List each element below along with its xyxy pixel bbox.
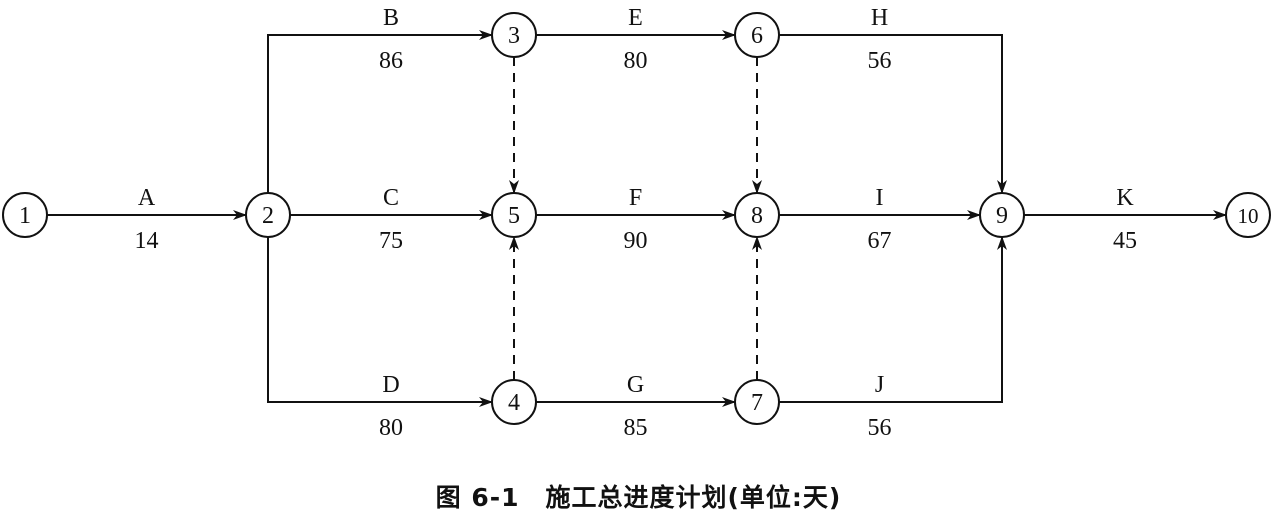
activity-H: H 56 — [779, 5, 1007, 194]
node-circle — [491, 192, 537, 238]
event-node-1: 1 — [2, 192, 48, 238]
node-circle — [734, 192, 780, 238]
figure-caption: 图 6-1 施工总进度计划(单位:天) — [435, 483, 842, 512]
activity-B: B 86 — [267, 5, 493, 193]
activity-A: A 14 — [47, 185, 247, 254]
node-circle — [491, 379, 537, 425]
node-number: 7 — [751, 390, 763, 416]
node-number: 1 — [19, 203, 31, 229]
activity-name: J — [875, 372, 884, 398]
activity-arrow — [779, 236, 1007, 403]
activity-duration: 90 — [624, 228, 648, 254]
node-circle — [979, 192, 1025, 238]
activity-C: C 75 — [290, 185, 493, 254]
activity-name: C — [383, 185, 399, 211]
activity-name: I — [876, 185, 884, 211]
node-number: 10 — [1238, 204, 1259, 228]
activity-name: F — [629, 185, 642, 211]
activity-K: K 45 — [1024, 185, 1227, 254]
activity-G: G 85 — [536, 372, 736, 441]
event-node-8: 8 — [734, 192, 780, 238]
event-node-5: 5 — [491, 192, 537, 238]
node-circle — [491, 12, 537, 58]
activity-duration: 14 — [135, 228, 159, 254]
node-number: 8 — [751, 203, 763, 229]
node-circle — [1225, 192, 1271, 238]
event-node-9: 9 — [979, 192, 1025, 238]
activity-name: K — [1116, 185, 1134, 211]
activity-duration: 80 — [624, 48, 648, 74]
node-number: 2 — [262, 203, 274, 229]
activity-name: H — [871, 5, 888, 31]
activity-duration: 85 — [624, 415, 648, 441]
activity-name: D — [382, 372, 399, 398]
activity-I: I 67 — [779, 185, 981, 254]
activity-duration: 56 — [868, 415, 892, 441]
node-number: 6 — [751, 23, 763, 49]
event-node-7: 7 — [734, 379, 780, 425]
activity-D: D 80 — [267, 237, 493, 441]
activity-duration: 45 — [1113, 228, 1137, 254]
event-node-3: 3 — [491, 12, 537, 58]
activity-E: E 80 — [536, 5, 736, 74]
node-number: 4 — [508, 390, 520, 416]
node-circle — [734, 379, 780, 425]
node-number: 9 — [996, 203, 1008, 229]
node-number: 3 — [508, 23, 520, 49]
activity-duration: 80 — [379, 415, 403, 441]
event-node-6: 6 — [734, 12, 780, 58]
activity-duration: 75 — [379, 228, 403, 254]
activity-arrow — [267, 30, 493, 193]
activity-name: E — [628, 5, 643, 31]
activity-J: J 56 — [779, 236, 1007, 441]
activity-name: B — [383, 5, 399, 31]
event-node-2: 2 — [245, 192, 291, 238]
activity-duration: 67 — [868, 228, 892, 254]
activity-name: A — [138, 185, 156, 211]
activity-duration: 56 — [868, 48, 892, 74]
node-circle — [734, 12, 780, 58]
node-number: 5 — [508, 203, 520, 229]
activity-F: F 90 — [536, 185, 736, 254]
event-node-10: 10 — [1225, 192, 1271, 238]
activity-duration: 86 — [379, 48, 403, 74]
node-circle — [2, 192, 48, 238]
activity-arrow — [779, 34, 1007, 194]
activity-arrow — [267, 237, 493, 407]
activity-name: G — [627, 372, 644, 398]
event-node-4: 4 — [491, 379, 537, 425]
node-circle — [245, 192, 291, 238]
